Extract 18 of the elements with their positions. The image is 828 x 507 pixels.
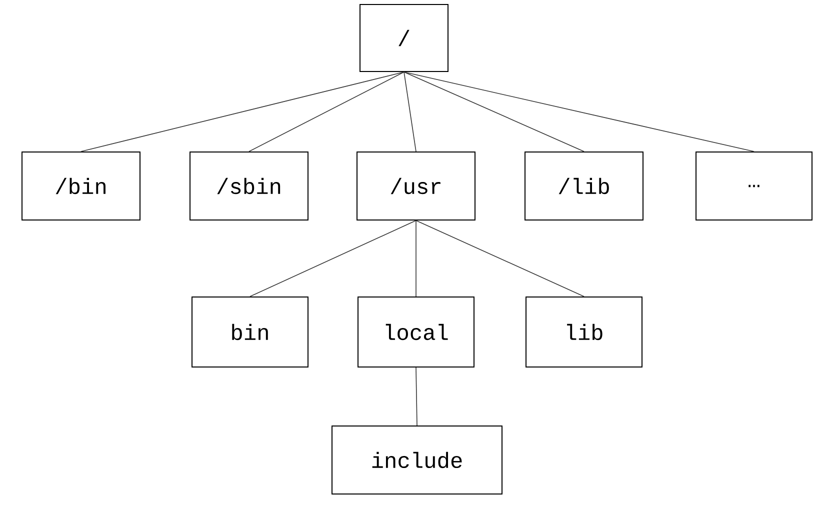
connector-line xyxy=(404,72,416,152)
connector-line xyxy=(404,72,754,152)
directory-box: / xyxy=(360,4,448,72)
directory-box: … xyxy=(696,152,812,220)
connector-line xyxy=(250,220,416,297)
connector-line xyxy=(80,72,404,152)
connector-line xyxy=(404,72,584,152)
directory-box: lib xyxy=(526,296,642,368)
directory-box: /usr xyxy=(356,152,476,220)
connector-line xyxy=(248,72,404,152)
connector-line xyxy=(416,220,584,297)
directory-box: bin xyxy=(192,296,308,368)
directory-box: /lib xyxy=(524,152,644,220)
directory-box: /sbin xyxy=(190,152,308,220)
connector-line xyxy=(416,367,418,426)
directory-box: local xyxy=(358,296,474,368)
directory-box: /bin xyxy=(22,152,140,220)
directory-box: include xyxy=(332,426,502,494)
